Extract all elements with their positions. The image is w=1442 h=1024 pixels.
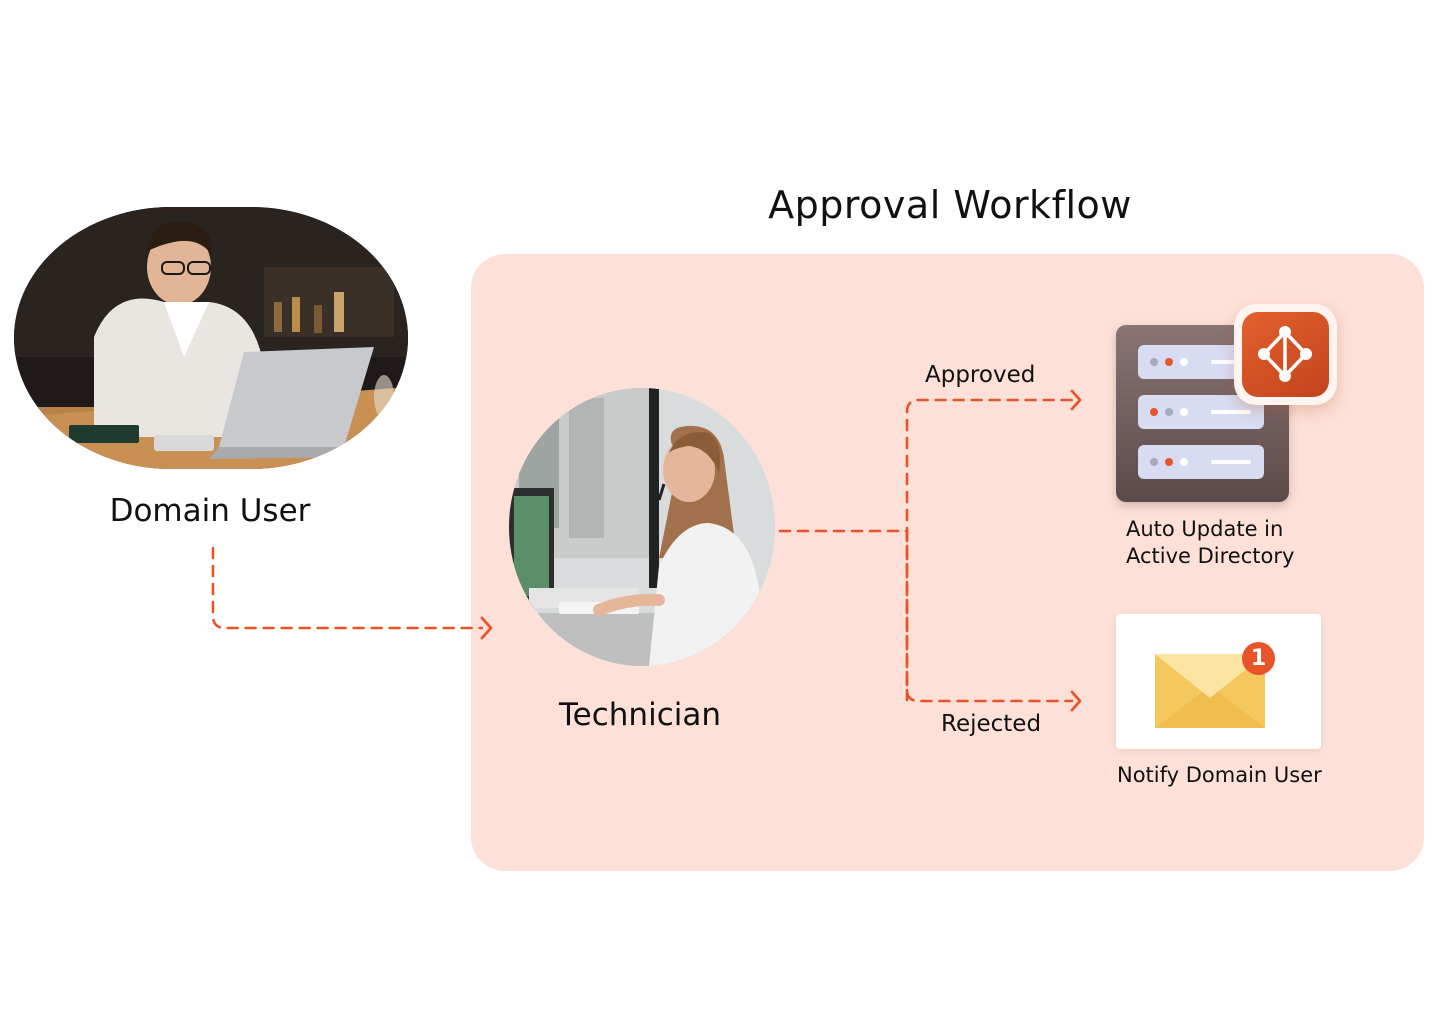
approved-branch-connector (905, 398, 1074, 702)
notification-count-badge: 1 (1242, 642, 1275, 675)
domain-user-photo (14, 207, 408, 469)
rejected-branch-connector (905, 529, 1074, 703)
ad-update-label: Auto Update in Active Directory (1126, 516, 1346, 570)
diagram-title: Approval Workflow (768, 183, 1132, 227)
approved-edge-label: Approved (925, 362, 1036, 388)
user-to-technician-connector (211, 546, 484, 630)
active-directory-icon (1234, 304, 1337, 405)
envelope-icon (1116, 614, 1321, 749)
arrowhead-rejected (1070, 690, 1082, 712)
ad-update-line-1: Auto Update in (1126, 517, 1284, 541)
arrowhead-approved (1070, 389, 1082, 411)
technician-label: Technician (559, 697, 721, 733)
notify-label: Notify Domain User (1117, 763, 1322, 787)
arrowhead-technician (480, 616, 493, 640)
ad-update-line-2: Active Directory (1126, 544, 1295, 568)
rejected-edge-label: Rejected (941, 711, 1042, 737)
domain-user-label: Domain User (109, 493, 311, 529)
server-rack-icon (1116, 325, 1289, 502)
technician-photo (509, 388, 775, 666)
